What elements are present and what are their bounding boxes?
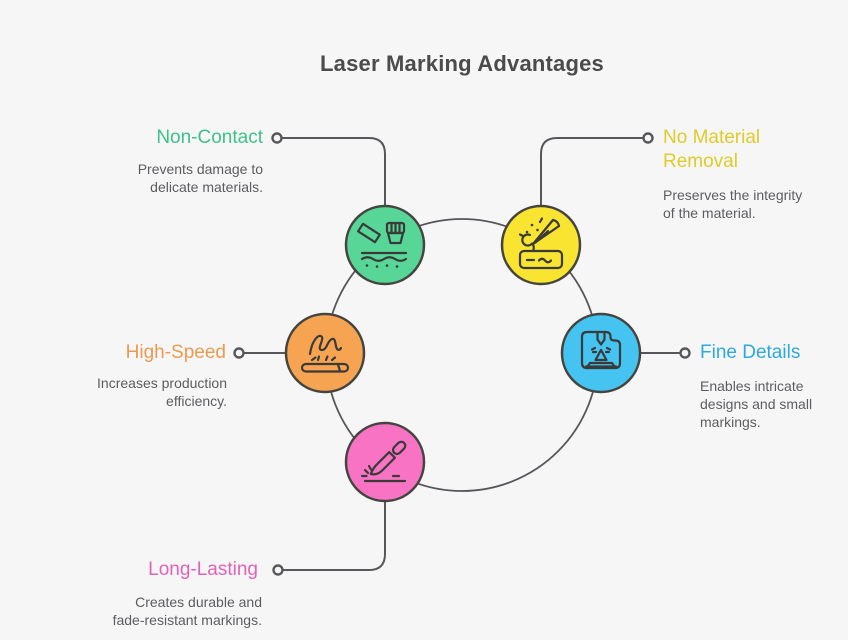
node-description-no-material-removal: Preserves the integrity of the material. <box>663 187 803 221</box>
connector-dot <box>233 347 245 359</box>
node-circle-non-contact <box>344 204 426 286</box>
node-fine-details <box>560 312 642 394</box>
node-label-non-contact: Non-Contact <box>156 127 263 148</box>
node-no-material-removal <box>500 204 582 286</box>
node-circle-high-speed <box>284 312 366 394</box>
page-title: Laser Marking Advantages <box>320 51 604 76</box>
engraving-knife-icon <box>360 440 407 483</box>
connector-long-lasting <box>283 501 386 571</box>
precision-laser-machine-icon <box>580 330 622 370</box>
node-label-no-material-removal: No Material Removal <box>663 127 761 172</box>
connector-non-contact <box>282 137 386 206</box>
engraving-pen-icon <box>518 217 564 270</box>
node-high-speed <box>284 312 366 394</box>
connector-dot <box>642 132 654 144</box>
node-label-long-lasting: Long-Lasting <box>148 559 258 580</box>
node-circle-no-material-removal <box>500 204 582 286</box>
node-label-fine-details: Fine Details <box>700 342 801 363</box>
connector-dot <box>272 564 284 576</box>
speed-marking-icon <box>300 334 350 373</box>
node-non-contact <box>344 204 426 286</box>
handheld-laser-icon <box>357 221 408 268</box>
node-description-fine-details: Enables intricate designs and small mark… <box>700 378 813 430</box>
connector-no-material-removal <box>540 137 643 206</box>
connector-dot <box>271 132 283 144</box>
node-long-lasting <box>344 421 426 503</box>
connector-lines <box>233 132 691 576</box>
node-description-non-contact: Prevents damage to delicate materials. <box>137 161 263 195</box>
node-circle-long-lasting <box>344 421 426 503</box>
node-description-high-speed: Increases production efficiency. <box>97 375 227 409</box>
connector-dot <box>679 347 691 359</box>
node-label-high-speed: High-Speed <box>125 342 226 363</box>
node-circle-fine-details <box>560 312 642 394</box>
node-description-long-lasting: Creates durable and fade-resistant marki… <box>112 594 262 628</box>
